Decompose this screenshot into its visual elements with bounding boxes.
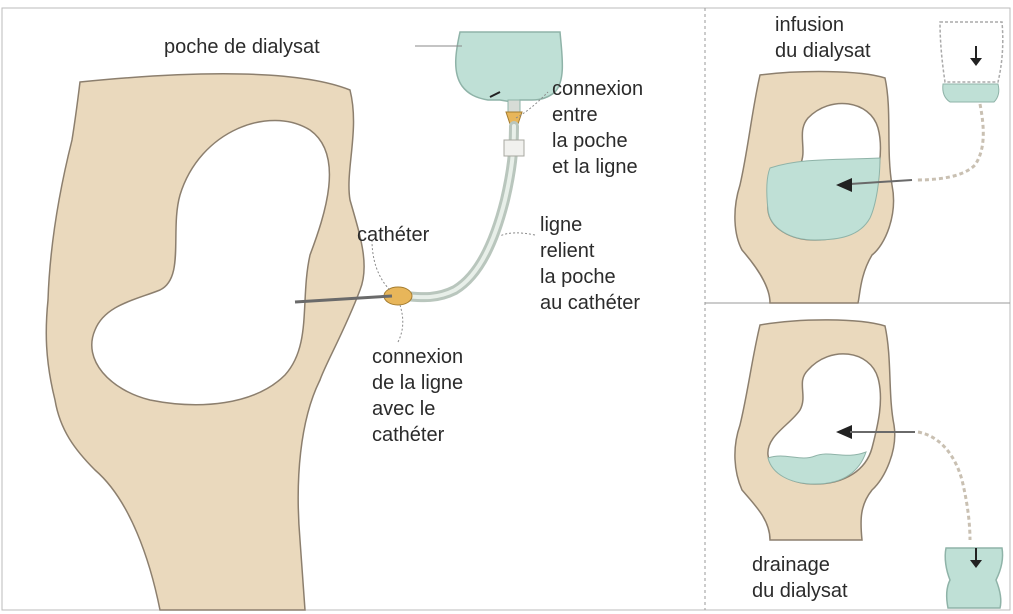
infusion-bag-fluid <box>943 84 999 102</box>
label-line-line-3: la poche <box>540 264 640 290</box>
label-line-line-4: au cathéter <box>540 290 640 316</box>
label-line-connection-line-3: avec le <box>372 396 463 422</box>
tube-clamp <box>504 140 524 156</box>
dialysate-bag <box>456 32 563 102</box>
label-drainage-line-1: drainage <box>752 552 848 578</box>
label-infusion-line-1: infusion <box>775 12 871 38</box>
label-line-connection: connexion de la ligne avec le cathéter <box>372 344 463 448</box>
label-bag-connection-line-1: connexion <box>552 76 643 102</box>
leader-line <box>500 233 535 236</box>
label-line-line-2: relient <box>540 238 640 264</box>
label-catheter: cathéter <box>357 222 429 248</box>
label-bag-connection: connexion entre la poche et la ligne <box>552 76 643 180</box>
label-drainage: drainage du dialysat <box>752 552 848 604</box>
label-dialysate-bag: poche de dialysat <box>164 34 320 60</box>
label-line: ligne relient la poche au cathéter <box>540 212 640 316</box>
label-bag-connection-line-4: et la ligne <box>552 154 643 180</box>
label-drainage-line-2: du dialysat <box>752 578 848 604</box>
leader-line-connection <box>398 305 403 342</box>
drainage-tube <box>918 432 970 540</box>
bag-neck <box>508 100 520 112</box>
arrow-infusion-down-head <box>970 58 982 66</box>
label-bag-connection-line-2: entre <box>552 102 643 128</box>
infusion-bag <box>940 22 1003 82</box>
drainage-bag <box>945 548 1002 608</box>
label-line-connection-line-4: cathéter <box>372 422 463 448</box>
label-bag-connection-line-3: la poche <box>552 128 643 154</box>
infusion-tube <box>915 104 983 180</box>
label-line-line-1: ligne <box>540 212 640 238</box>
line-tube <box>405 126 514 297</box>
label-infusion: infusion du dialysat <box>775 12 871 64</box>
label-line-connection-line-2: de la ligne <box>372 370 463 396</box>
label-infusion-line-2: du dialysat <box>775 38 871 64</box>
label-line-connection-line-1: connexion <box>372 344 463 370</box>
